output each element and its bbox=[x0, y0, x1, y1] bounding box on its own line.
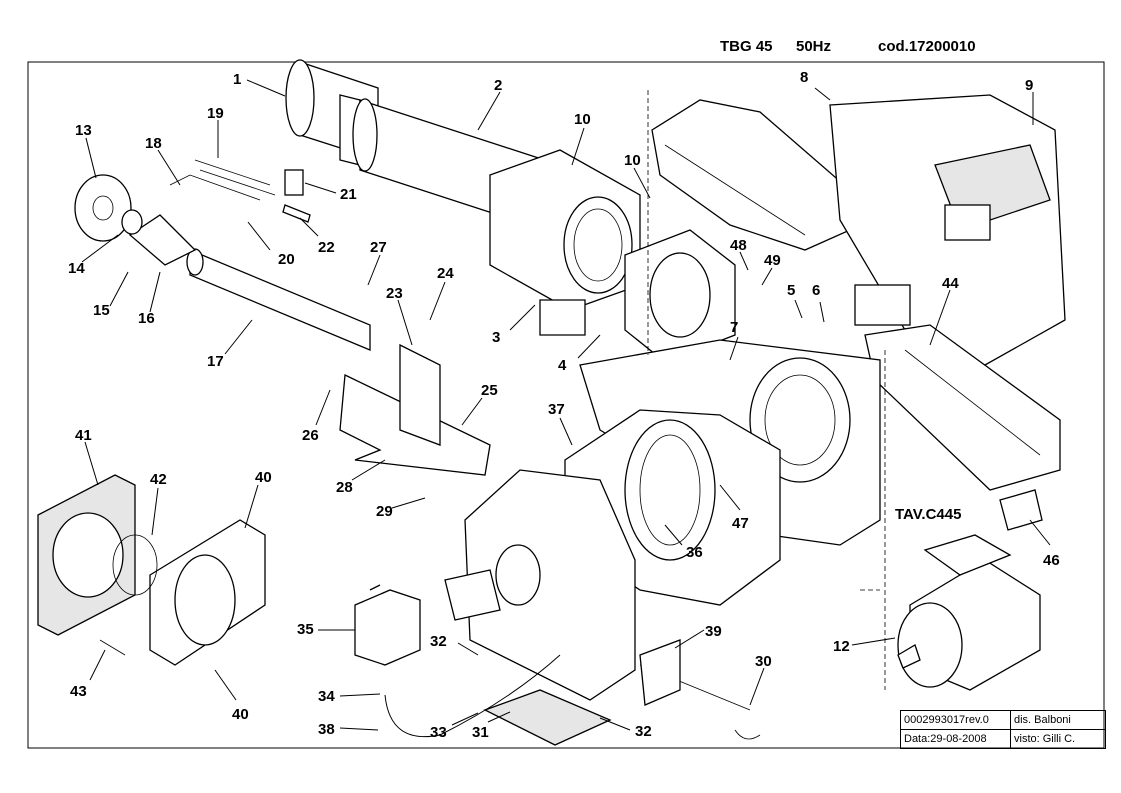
electrode-part-19 bbox=[194, 159, 276, 196]
callout-12: 12 bbox=[833, 638, 850, 655]
callout-48: 48 bbox=[730, 237, 747, 254]
callout-32-left: 32 bbox=[430, 633, 447, 650]
callout-33: 33 bbox=[430, 724, 447, 741]
callout-42: 42 bbox=[150, 471, 167, 488]
callout-25: 25 bbox=[481, 382, 498, 399]
plate-part-39 bbox=[639, 639, 681, 706]
callout-10-top: 10 bbox=[574, 111, 591, 128]
gasket-part-41 bbox=[37, 474, 136, 636]
head-housing-part-3 bbox=[489, 149, 641, 336]
title-block: 0002993017rev.0 dis. Balboni Data:29-08-… bbox=[900, 710, 1106, 749]
callout-23: 23 bbox=[386, 285, 403, 302]
clamp-part-21 bbox=[284, 169, 304, 196]
callout-17: 17 bbox=[207, 353, 224, 370]
callout-6: 6 bbox=[812, 282, 820, 299]
callout-5: 5 bbox=[787, 282, 795, 299]
callout-37: 37 bbox=[548, 401, 565, 418]
drawn-by: dis. Balboni bbox=[1014, 714, 1071, 726]
callout-40-bottom: 40 bbox=[232, 706, 249, 723]
header-code: cod.17200010 bbox=[878, 38, 976, 55]
connector-part-46 bbox=[999, 489, 1043, 531]
callout-9: 9 bbox=[1025, 77, 1033, 94]
support-part-28 bbox=[339, 343, 491, 476]
callout-32-right: 32 bbox=[635, 723, 652, 740]
callout-38: 38 bbox=[318, 721, 335, 738]
callout-21: 21 bbox=[340, 186, 357, 203]
callout-10: 10 bbox=[624, 152, 641, 169]
filter-part-31 bbox=[483, 689, 612, 746]
callout-40-top: 40 bbox=[255, 469, 272, 486]
assembly-axis-line bbox=[860, 350, 886, 690]
callout-14: 14 bbox=[68, 260, 85, 277]
checked-by: visto: Gilli C. bbox=[1014, 733, 1076, 745]
callout-18: 18 bbox=[145, 135, 162, 152]
nozzle-part-16 bbox=[121, 209, 197, 266]
header-model: TBG 45 bbox=[720, 38, 773, 55]
drawing-frame bbox=[27, 61, 1105, 749]
callout-46: 46 bbox=[1043, 552, 1060, 569]
callout-8: 8 bbox=[800, 69, 808, 86]
motor-part-12 bbox=[897, 534, 1041, 691]
cover-part-8 bbox=[651, 99, 851, 251]
callout-28: 28 bbox=[336, 479, 353, 496]
callout-35: 35 bbox=[297, 621, 314, 638]
callout-31: 31 bbox=[472, 724, 489, 741]
callout-2: 2 bbox=[494, 77, 502, 94]
callout-26: 26 bbox=[302, 427, 319, 444]
cable-part-22 bbox=[282, 204, 311, 223]
burner-body bbox=[444, 469, 636, 701]
header-frequency: 50Hz bbox=[796, 38, 832, 55]
callout-41: 41 bbox=[75, 427, 92, 444]
callouts: 1 2 3 4 5 6 7 8 9 10 10 12 13 14 15 16 1… bbox=[68, 69, 1060, 741]
callout-36: 36 bbox=[686, 544, 703, 561]
callout-39: 39 bbox=[705, 623, 722, 640]
callout-44: 44 bbox=[942, 275, 959, 292]
callout-20: 20 bbox=[278, 251, 295, 268]
nozzle-holder-part-17 bbox=[186, 248, 371, 351]
callout-47: 47 bbox=[732, 515, 749, 532]
flange-part-40 bbox=[149, 519, 266, 666]
callout-22: 22 bbox=[318, 239, 335, 256]
callout-49: 49 bbox=[764, 252, 781, 269]
callout-29: 29 bbox=[376, 503, 393, 520]
electrode-part-18 bbox=[169, 174, 261, 201]
cable-part-38 bbox=[384, 654, 561, 738]
callout-4: 4 bbox=[558, 357, 567, 374]
callout-27: 27 bbox=[370, 239, 387, 256]
date: Data:29-08-2008 bbox=[901, 730, 1011, 748]
disc-part-13 bbox=[74, 174, 132, 242]
callout-13: 13 bbox=[75, 122, 92, 139]
stud-part-43 bbox=[99, 639, 126, 656]
callout-24: 24 bbox=[437, 265, 454, 282]
callout-34: 34 bbox=[318, 688, 335, 705]
callout-15: 15 bbox=[93, 302, 110, 319]
seal-ring-part-42 bbox=[112, 534, 158, 596]
callout-19: 19 bbox=[207, 105, 224, 122]
callout-3: 3 bbox=[492, 329, 500, 346]
callout-30: 30 bbox=[755, 653, 772, 670]
table-reference: TAV.C445 bbox=[895, 506, 961, 523]
callout-7: 7 bbox=[730, 319, 738, 336]
flange-part-4 bbox=[624, 229, 736, 363]
valve-coil-part-35 bbox=[354, 584, 421, 666]
doc-code: 0002993017rev.0 bbox=[901, 711, 1011, 729]
callout-1: 1 bbox=[233, 71, 241, 88]
callout-16: 16 bbox=[138, 310, 155, 327]
callout-43: 43 bbox=[70, 683, 87, 700]
